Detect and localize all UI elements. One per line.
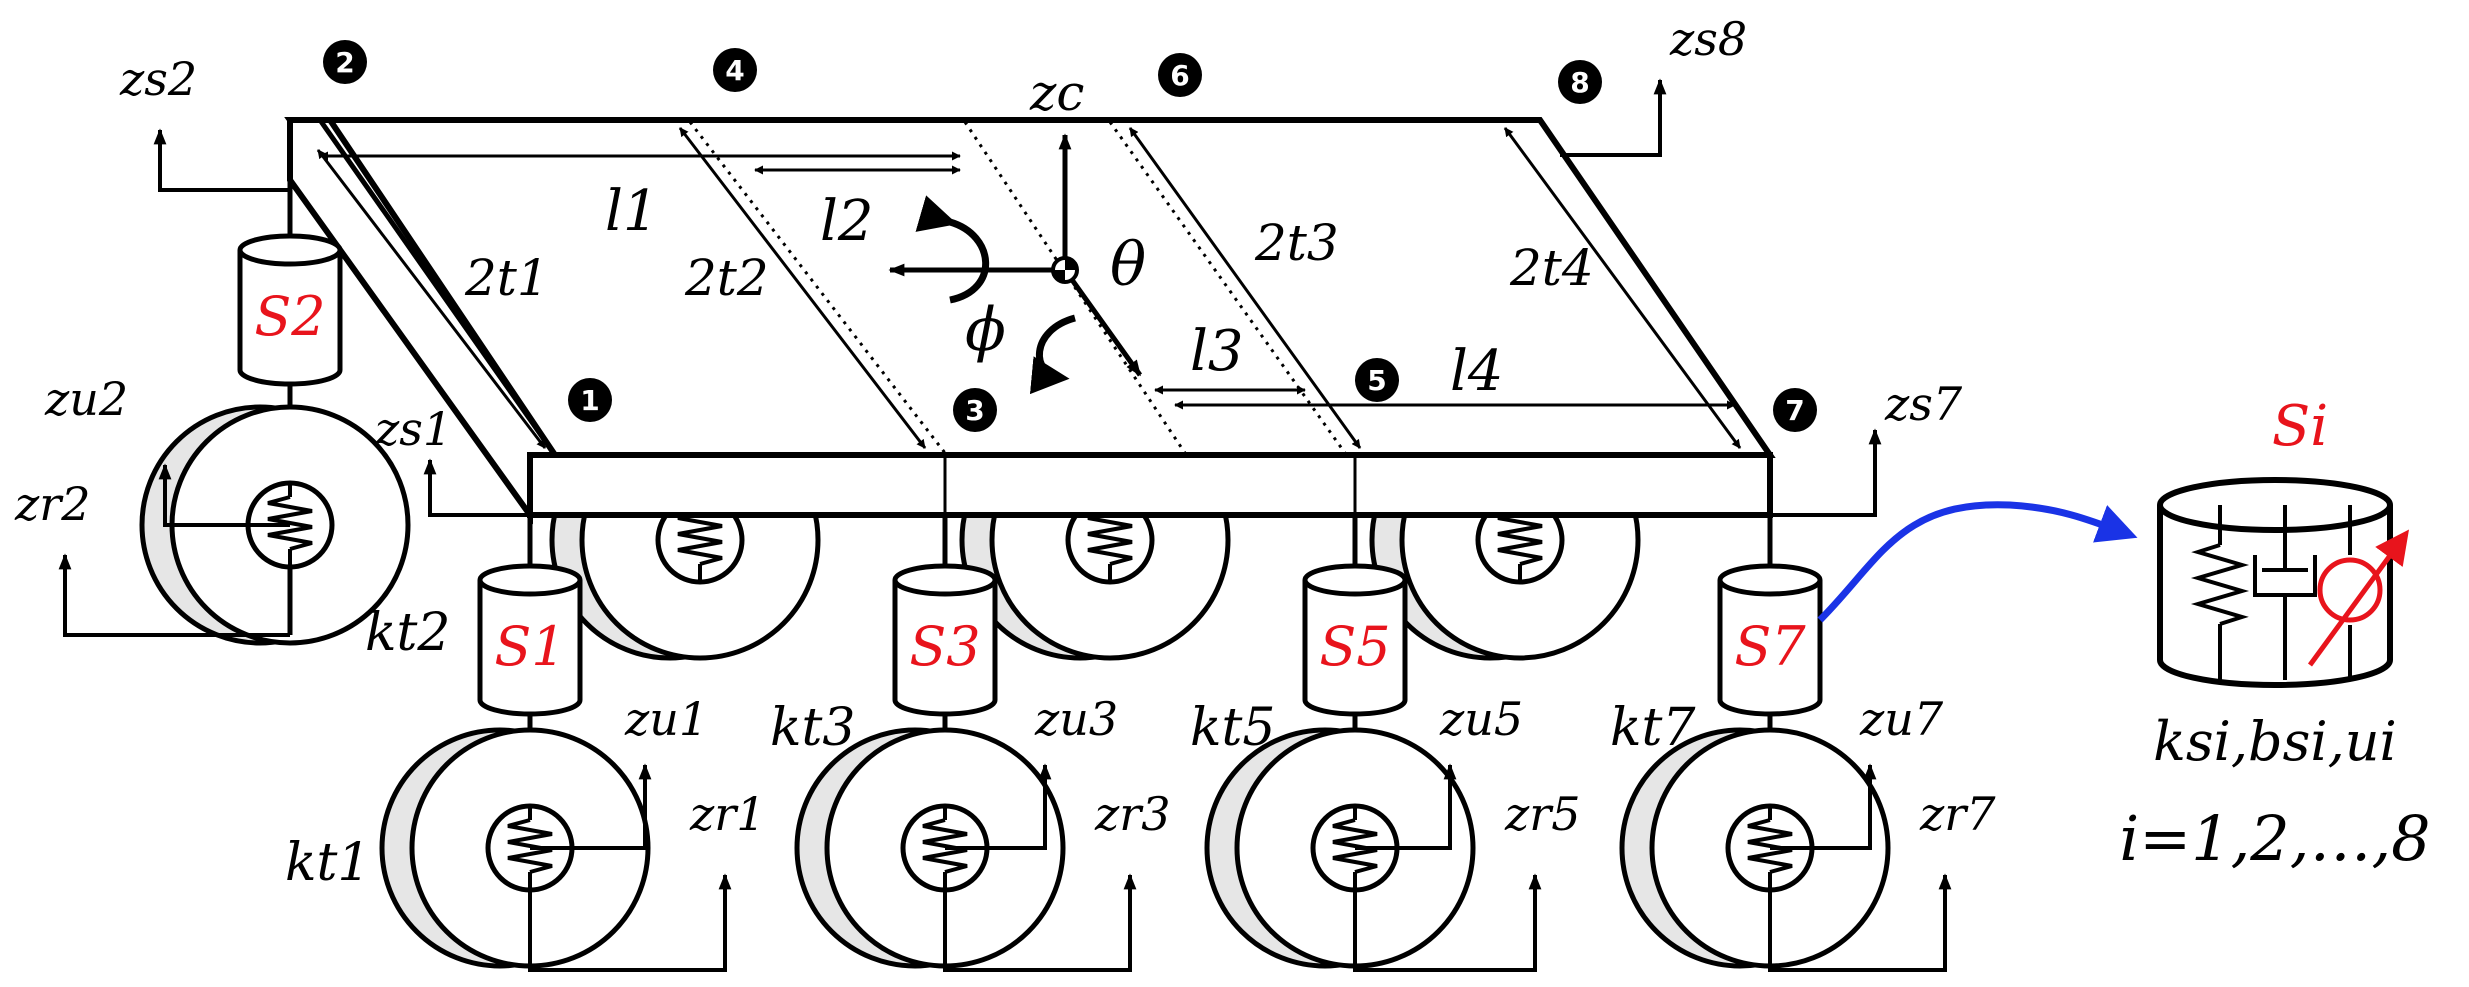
label-l1: l1 — [605, 179, 659, 244]
label-zu2: zu2 — [44, 372, 128, 426]
wheel-1 — [382, 515, 732, 972]
node-8: 8 — [1570, 66, 1589, 99]
label-l3: l3 — [1190, 319, 1244, 384]
dimension-lines — [316, 127, 1742, 449]
label-phi: ϕ — [965, 295, 1006, 365]
label-kt7: kt7 — [1610, 698, 1696, 758]
label-kt2: kt2 — [365, 603, 451, 663]
node-7: 7 — [1785, 394, 1804, 427]
node-5: 5 — [1367, 364, 1386, 397]
node-1: 1 — [580, 384, 599, 417]
label-zu1: zu1 — [624, 692, 708, 746]
label-zs2: zs2 — [119, 52, 197, 106]
label-S3: S3 — [909, 615, 980, 678]
label-2t3: 2t3 — [1254, 214, 1339, 272]
legend-title: Si — [2272, 394, 2328, 459]
node-badges: 2 1 3 4 5 6 7 8 — [323, 40, 1817, 432]
node-4: 4 — [725, 54, 744, 87]
label-zr5: zr5 — [1504, 787, 1581, 841]
label-kt5: kt5 — [1190, 698, 1276, 758]
label-zc: zc — [1029, 64, 1084, 122]
labels: zc θ ϕ l1 l2 l3 l4 2t1 2t2 2t3 2t4 zs1 z… — [14, 12, 2431, 893]
wheel-5 — [1207, 515, 1542, 972]
label-2t1: 2t1 — [464, 249, 549, 307]
label-zr1: zr1 — [689, 787, 766, 841]
label-l4: l4 — [1450, 339, 1504, 404]
label-l2: l2 — [820, 189, 874, 254]
node-2: 2 — [335, 46, 354, 79]
sprung-arrows — [153, 78, 1882, 517]
legend-params: ksi,bsi,ui — [2153, 710, 2397, 773]
wheel-3 — [797, 515, 1137, 972]
label-S2: S2 — [254, 285, 325, 348]
label-zs8: zs8 — [1669, 12, 1747, 66]
center-of-mass — [888, 133, 1143, 395]
label-zr3: zr3 — [1094, 787, 1171, 841]
label-zu5: zu5 — [1439, 692, 1523, 746]
label-zs7: zs7 — [1884, 377, 1963, 431]
detail-arrow — [1817, 501, 2138, 623]
label-S1: S1 — [494, 615, 565, 678]
label-zr2: zr2 — [14, 477, 91, 531]
wheel-2 — [58, 180, 408, 643]
label-theta: θ — [1110, 230, 1146, 300]
label-zr7: zr7 — [1919, 787, 1996, 841]
node-6: 6 — [1170, 59, 1189, 92]
vehicle-body — [284, 117, 1776, 525]
label-2t4: 2t4 — [1509, 239, 1594, 297]
label-2t2: 2t2 — [684, 249, 769, 307]
wheel-7 — [1622, 515, 1952, 972]
label-kt3: kt3 — [770, 698, 856, 758]
legend-index: i=1,2,…,8 — [2119, 802, 2430, 875]
suspension-detail — [2157, 477, 2410, 688]
node-3: 3 — [965, 394, 984, 427]
label-zs1: zs1 — [374, 402, 452, 456]
label-S5: S5 — [1319, 615, 1390, 678]
label-kt1: kt1 — [285, 833, 371, 893]
label-S7: S7 — [1734, 615, 1806, 678]
label-zu3: zu3 — [1034, 692, 1118, 746]
label-zu7: zu7 — [1859, 692, 1944, 746]
